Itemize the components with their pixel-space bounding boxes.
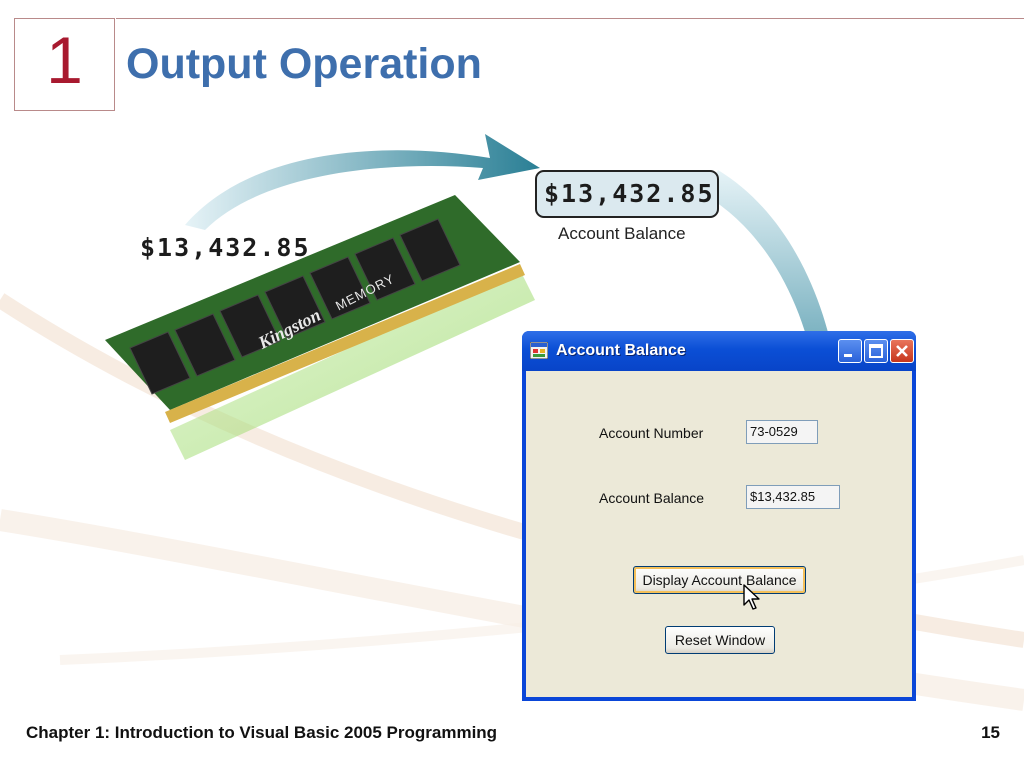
memory-value: $13,432.85 <box>140 233 311 262</box>
chapter-number: 1 <box>46 23 83 97</box>
display-caption: Account Balance <box>558 224 686 243</box>
window-title: Account Balance <box>556 342 686 359</box>
minimize-button[interactable] <box>838 339 862 363</box>
account-balance-label: Account Balance <box>599 490 705 506</box>
window-client-area: Account Number 73-0529 Account Balance $… <box>526 371 912 697</box>
display-account-balance-button[interactable]: Display Account Balance <box>633 566 806 594</box>
close-icon <box>896 345 908 357</box>
account-number-field[interactable]: 73-0529 <box>746 420 818 444</box>
chapter-badge: 1 <box>14 18 115 111</box>
account-number-label: Account Number <box>599 425 704 441</box>
display-value: $13,432.85 <box>544 179 715 208</box>
reset-window-button[interactable]: Reset Window <box>665 626 775 654</box>
minimize-icon <box>844 354 852 357</box>
account-balance-field[interactable]: $13,432.85 <box>746 485 840 509</box>
footer-chapter-text: Chapter 1: Introduction to Visual Basic … <box>26 723 498 742</box>
header-rule <box>116 18 1024 19</box>
display-box <box>535 170 719 218</box>
footer-page-number: 15 <box>981 723 1000 742</box>
maximize-button[interactable] <box>864 339 888 363</box>
close-button[interactable] <box>890 339 914 363</box>
window-titlebar[interactable]: Account Balance <box>522 331 916 371</box>
mouse-cursor-icon <box>743 584 760 610</box>
maximize-icon <box>869 344 883 358</box>
slide-title: Output Operation <box>126 40 482 88</box>
app-icon <box>530 342 548 359</box>
account-balance-window: Account Balance Account Number 73-0529 A… <box>522 331 916 701</box>
